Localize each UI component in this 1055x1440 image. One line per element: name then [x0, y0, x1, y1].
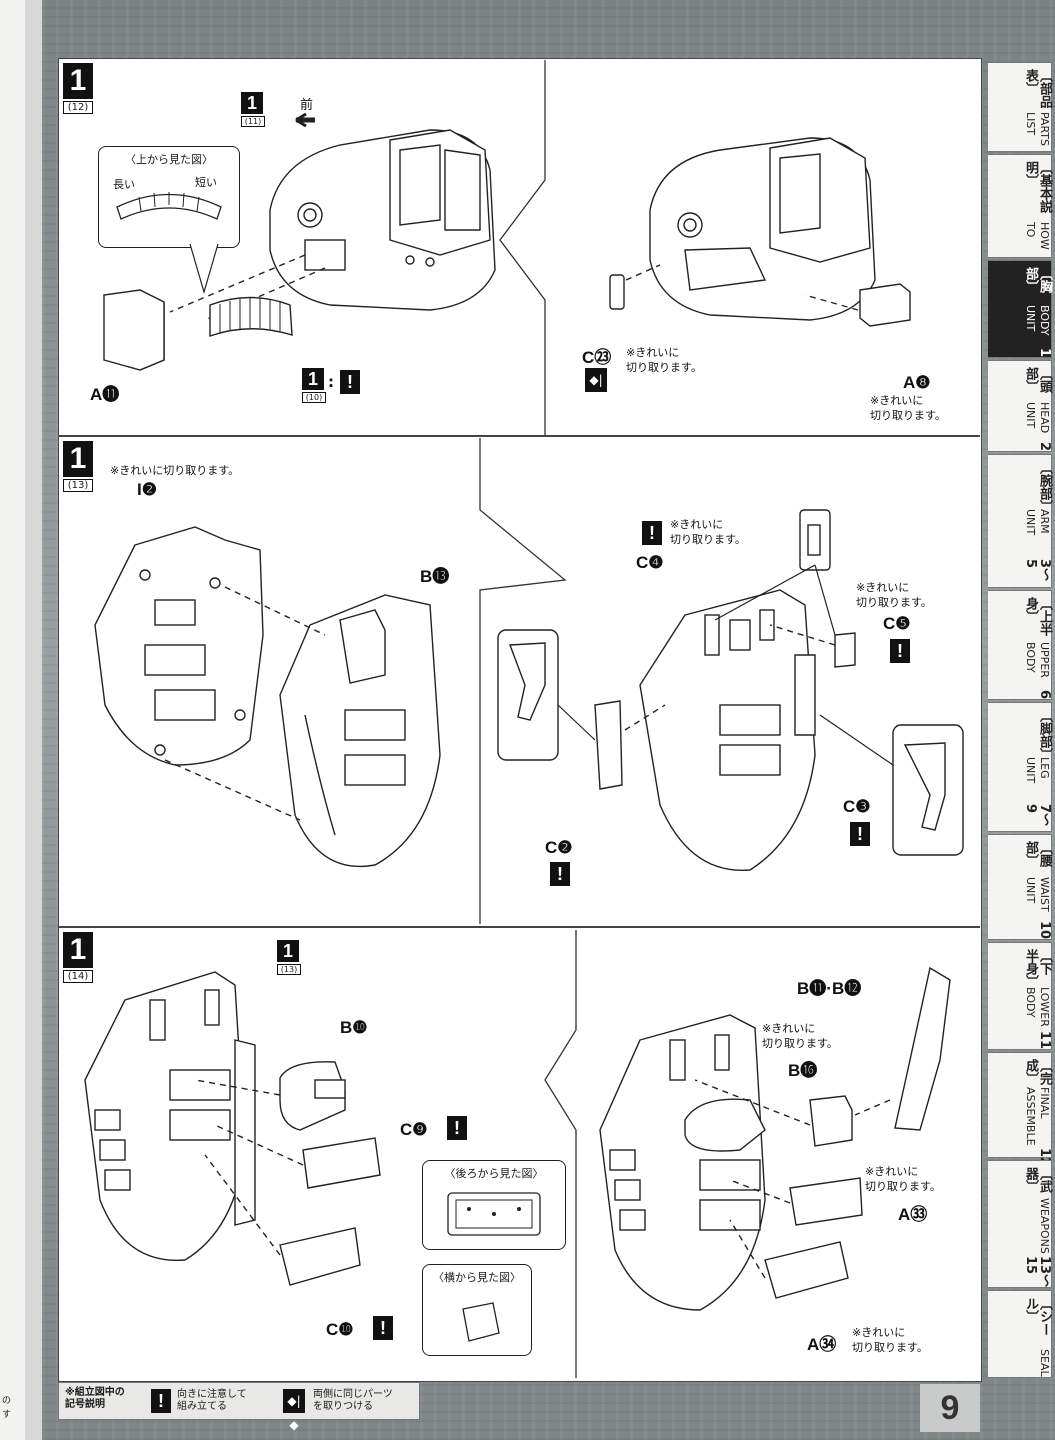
torso-assembly-drawing-2 [609, 137, 911, 327]
warning-icon: ! [550, 862, 570, 886]
margin-fragment: す [2, 1410, 12, 1420]
side-view-diagram [462, 1302, 500, 1342]
step-substep: (12) [63, 101, 93, 114]
section-tabs: 〔部品表〕PARTS LIST 〔基本説明〕HOW TO 〔胸部〕BODY UN… [984, 58, 1055, 1380]
step-number: 1 [63, 63, 93, 99]
part-label-b11-b12: B⓫·B⓬ [797, 979, 862, 998]
callout-back-view: 〈後ろから見た図〉 [422, 1160, 566, 1250]
tab-how-to[interactable]: 〔基本説明〕HOW TO [988, 154, 1052, 258]
part-label-a11: A⓫ [90, 385, 120, 404]
warning-icon: ! [850, 822, 870, 846]
callout-title: 〈後ろから見た図〉 [444, 1167, 544, 1180]
tab-parts-list[interactable]: 〔部品表〕PARTS LIST [988, 62, 1052, 152]
callout-side-view: 〈横から見た図〉 [422, 1264, 532, 1356]
reference-step-badge: 1 (10) [302, 368, 334, 403]
back-view-diagram [447, 1192, 541, 1236]
part-label-c23: C㉓ [582, 348, 612, 367]
page-number: 9 [920, 1384, 980, 1432]
chest-detail-assembly-drawing [497, 509, 964, 872]
symbol-legend: ※組立図中の 記号説明 ! 向きに注意して 組み立てる ◆|◆ 両側に同じパーツ… [58, 1382, 420, 1432]
warning-icon: ! [447, 1116, 467, 1140]
step-substep: (14) [63, 970, 93, 983]
note-cut-clean: ※きれいに 切り取ります。 [626, 346, 702, 374]
part-label-b10: B❿ [340, 1018, 368, 1037]
callout-top-view: 〈上から見た図〉 長い 短い [98, 146, 240, 248]
both-sides-icon: ◆|◆ [585, 368, 607, 411]
curved-part-diagram [116, 192, 222, 220]
part-label-c9: C❾ [400, 1120, 428, 1139]
warning-icon: ! [373, 1316, 393, 1340]
note-cut-clean: ※きれいに 切り取ります。 [856, 581, 932, 609]
part-label-i2: I❷ [137, 480, 157, 499]
chest-plate-assembly-drawing [94, 526, 441, 868]
margin-fragment: の [2, 1396, 12, 1406]
step-badge: 1 (14) [63, 932, 95, 983]
warning-icon: ! [890, 639, 910, 663]
part-label-c4: C❹ [636, 553, 664, 572]
separator-colon: : [328, 373, 334, 391]
panel-divider [58, 435, 980, 437]
torso-assembly-drawing [103, 112, 496, 371]
note-cut-clean: ※きれいに 切り取ります。 [762, 1022, 838, 1050]
note-cut-clean: ※きれいに 切り取ります。 [670, 518, 746, 546]
step-substep: (13) [63, 479, 93, 492]
part-label-c5: C❺ [883, 614, 911, 633]
both-sides-icon: ◆|◆ [283, 1389, 305, 1432]
front-direction-label: 前 [300, 98, 314, 113]
part-label-c3: C❸ [843, 797, 871, 816]
reference-step-badge: 1 (13) [277, 940, 309, 975]
step-badge: 1 (12) [63, 63, 95, 114]
warning-icon: ! [151, 1389, 171, 1413]
chest-final-assembly-drawing [599, 966, 951, 1311]
adjacent-page-edge: の す [0, 0, 42, 1440]
reference-step-badge: 1 (11) [241, 92, 273, 127]
warning-icon: ! [340, 370, 360, 394]
note-cut-clean: ※きれいに 切り取ります。 [852, 1326, 928, 1354]
step-badge: 1 (13) [63, 441, 95, 492]
panel-divider [58, 926, 980, 928]
step-number: 1 [63, 932, 93, 968]
chest-core-assembly-drawing [84, 971, 381, 1286]
legend-item-both-sides: 両側に同じパーツ を取りつける [313, 1389, 393, 1412]
part-label-a8: A❽ [903, 373, 931, 392]
part-label-a33: A㉝ [898, 1205, 928, 1224]
callout-title: 〈上から見た図〉 [125, 153, 213, 166]
legend-title: ※組立図中の 記号説明 [65, 1387, 125, 1410]
note-cut-clean: ※きれいに 切り取ります。 [865, 1165, 941, 1193]
note-cut-clean: ※きれいに 切り取ります。 [870, 394, 946, 422]
warning-icon: ! [642, 521, 662, 545]
callout-title: 〈横から見た図〉 [433, 1271, 521, 1284]
legend-item-orientation: 向きに注意して 組み立てる [177, 1389, 247, 1412]
note-cut-clean: ※きれいに切り取ります。 [110, 464, 240, 477]
callout-pointer [189, 243, 219, 295]
part-label-b16: B⓰ [788, 1061, 818, 1080]
step-number: 1 [63, 441, 93, 477]
long-label: 長い [113, 178, 135, 191]
tab-seal[interactable]: 〔シール〕SEAL [988, 1290, 1052, 1378]
part-label-c10: C❿ [326, 1320, 354, 1339]
part-label-b13: B⓭ [420, 567, 450, 586]
part-label-c2: C❷ [545, 838, 573, 857]
short-label: 短い [195, 176, 217, 189]
part-label-a34: A㉞ [807, 1335, 837, 1354]
